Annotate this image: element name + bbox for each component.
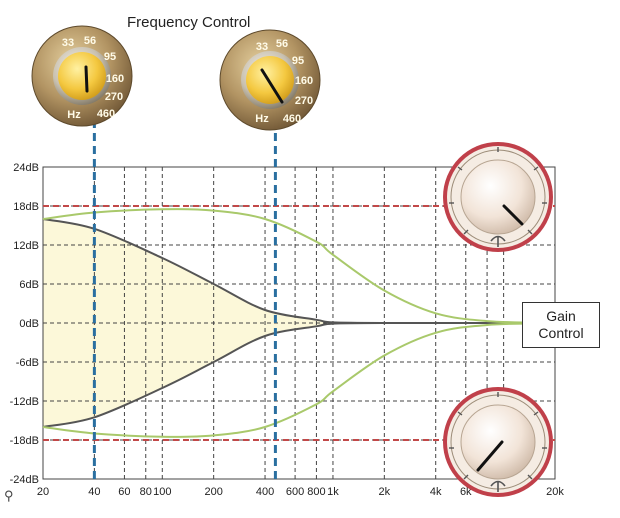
y-tick-label: -18dB bbox=[10, 435, 39, 447]
freq-knob-right-scale-95: 95 bbox=[292, 55, 304, 67]
x-tick-label: 200 bbox=[204, 486, 222, 498]
freq-knob-left-scale-270: 270 bbox=[105, 91, 123, 103]
x-tick-label: 2k bbox=[379, 486, 391, 498]
x-tick-label: 600 bbox=[286, 486, 304, 498]
x-tick-label: 80 bbox=[140, 486, 152, 498]
gain-knob-lower[interactable] bbox=[443, 387, 553, 497]
x-tick-label: 20k bbox=[546, 486, 564, 498]
x-tick-label: 20 bbox=[37, 486, 49, 498]
frequency-knob-left-pointer bbox=[84, 65, 89, 93]
y-tick-label: -24dB bbox=[10, 474, 39, 486]
freq-knob-left-scale-33: 33 bbox=[62, 37, 74, 49]
freq-knob-left-scale-56: 56 bbox=[84, 35, 96, 47]
frequency-knob-right-pointer bbox=[260, 68, 284, 104]
x-tick-label: 400 bbox=[256, 486, 274, 498]
gain-control-label: Gain Control bbox=[522, 302, 600, 348]
y-tick-label: 0dB bbox=[19, 318, 39, 330]
gain-label-line1: Gain bbox=[546, 308, 576, 324]
x-tick-label: 100 bbox=[153, 486, 171, 498]
gain-label-line2: Control bbox=[538, 325, 584, 341]
freq-knob-right-unit: Hz bbox=[255, 113, 269, 125]
freq-knob-left-scale-460: 460 bbox=[97, 108, 115, 120]
x-tick-label: 60 bbox=[118, 486, 130, 498]
freq-knob-left-scale-160: 160 bbox=[106, 73, 124, 85]
x-tick-label: 40 bbox=[88, 486, 100, 498]
frequency-knob-left[interactable]: 33 56 95 160 270 460 Hz bbox=[31, 25, 133, 127]
curve-series-2 bbox=[42, 208, 556, 324]
freq-knob-right-scale-33: 33 bbox=[256, 41, 268, 53]
x-tick-label: 6k bbox=[460, 486, 472, 498]
freq-knob-left-scale-95: 95 bbox=[104, 51, 116, 63]
credit-icon: ⚲ bbox=[4, 488, 14, 503]
x-tick-label: 1k bbox=[327, 486, 339, 498]
freq-knob-left-unit: Hz bbox=[67, 109, 81, 121]
freq-knob-right-scale-56: 56 bbox=[276, 38, 288, 50]
y-tick-labels: 24dB 18dB 12dB 6dB 0dB -6dB -12dB -18dB -24dB bbox=[10, 162, 39, 486]
gain-knob-lower-pointer bbox=[476, 440, 504, 472]
y-tick-label: 12dB bbox=[13, 240, 39, 252]
curve-series-3 bbox=[42, 322, 556, 438]
freq-knob-right-scale-270: 270 bbox=[295, 95, 313, 107]
freq-knob-right-scale-160: 160 bbox=[295, 75, 313, 87]
markers bbox=[43, 120, 555, 479]
y-tick-label: 18dB bbox=[13, 201, 39, 213]
y-tick-label: -12dB bbox=[10, 396, 39, 408]
x-tick-label: 4k bbox=[430, 486, 442, 498]
freq-knob-right-scale-460: 460 bbox=[283, 113, 301, 125]
gain-knob-upper[interactable] bbox=[443, 142, 553, 252]
gain-knob-upper-pointer bbox=[502, 204, 524, 226]
frequency-control-title: Frequency Control bbox=[127, 14, 251, 31]
y-tick-label: 24dB bbox=[13, 162, 39, 174]
x-tick-label: 800 bbox=[307, 486, 325, 498]
frequency-knob-right[interactable]: 33 56 95 160 270 460 Hz bbox=[219, 29, 321, 131]
y-tick-label: -6dB bbox=[16, 357, 39, 369]
y-tick-label: 6dB bbox=[19, 279, 39, 291]
